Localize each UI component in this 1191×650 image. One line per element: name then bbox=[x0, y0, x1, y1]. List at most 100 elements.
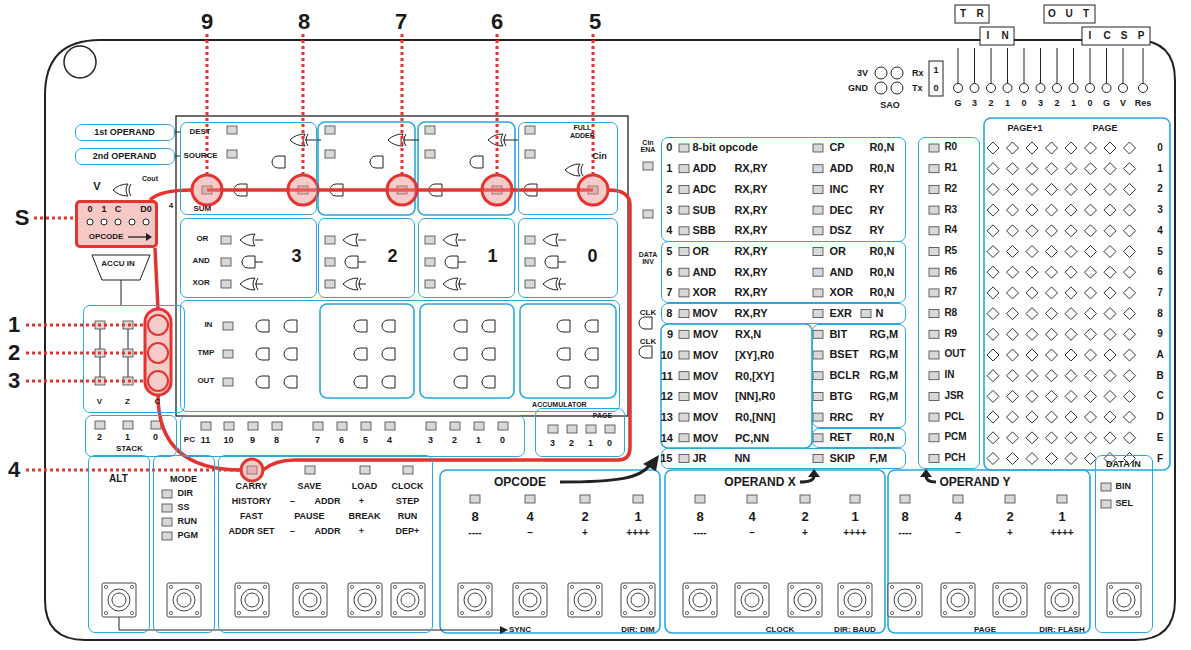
push-button bbox=[943, 611, 946, 614]
callout-leader bbox=[302, 34, 305, 174]
push-button bbox=[513, 583, 547, 617]
status-fill bbox=[75, 200, 158, 248]
node-text: RG,M bbox=[869, 370, 898, 381]
key-sign: ---- bbox=[898, 528, 911, 538]
led-matrix-dot bbox=[1124, 287, 1136, 299]
header-letter: O bbox=[1048, 9, 1056, 19]
led-matrix-dot bbox=[1065, 432, 1077, 444]
button-caption: CLOCK bbox=[766, 626, 794, 634]
push-button bbox=[321, 611, 324, 614]
node-text: R9 bbox=[944, 329, 957, 339]
node-text: 2 bbox=[452, 436, 457, 445]
push-button bbox=[1051, 589, 1073, 611]
logic-gate bbox=[482, 376, 495, 388]
arrow-head bbox=[920, 469, 932, 477]
led bbox=[337, 422, 347, 430]
node-text: CLOCK bbox=[391, 482, 423, 491]
wire bbox=[991, 48, 992, 83]
header-pin bbox=[970, 84, 979, 93]
led-matrix-dot bbox=[1124, 163, 1136, 175]
led-matrix-dot bbox=[1026, 390, 1038, 402]
node-text: 2 bbox=[569, 439, 574, 448]
instruction-cell: 12 bbox=[661, 391, 673, 402]
callout-ring bbox=[578, 175, 608, 205]
header-letter: T bbox=[960, 9, 966, 19]
header-letter: C bbox=[1103, 31, 1110, 41]
node-text: AND bbox=[192, 257, 209, 265]
bit-weight: 8 bbox=[901, 510, 908, 523]
header-letter: I bbox=[987, 31, 990, 41]
wire bbox=[128, 357, 129, 377]
node-text: STEP bbox=[396, 497, 420, 506]
header-letter: S bbox=[1121, 31, 1128, 41]
arrow-head bbox=[808, 469, 820, 477]
logic-gate bbox=[113, 184, 128, 196]
led bbox=[227, 150, 237, 158]
node-text: 0 bbox=[87, 205, 92, 214]
node-text: RY bbox=[869, 225, 884, 236]
callout-ring bbox=[148, 371, 168, 391]
node-text: OUT bbox=[197, 377, 214, 385]
pin-label: GND bbox=[848, 84, 868, 93]
callout-number: 5 bbox=[589, 11, 601, 33]
pointer-arrow bbox=[560, 465, 650, 482]
led-matrix-dot bbox=[1026, 287, 1038, 299]
led bbox=[813, 372, 823, 380]
led-matrix-dot bbox=[1026, 370, 1038, 382]
logic-gate bbox=[240, 234, 255, 246]
led bbox=[679, 144, 689, 152]
led-matrix-dot bbox=[1104, 370, 1116, 382]
push-button bbox=[173, 589, 195, 611]
led bbox=[813, 413, 823, 421]
accumulator-box: INTMPOUTACCUMULATOR bbox=[180, 300, 620, 412]
led-matrix-dot bbox=[1104, 204, 1116, 216]
led bbox=[272, 422, 282, 430]
header-block bbox=[980, 27, 1014, 45]
wire bbox=[974, 48, 975, 83]
node-text: DIR bbox=[177, 489, 193, 498]
node-text: PCL bbox=[944, 412, 964, 422]
node-text: 0 bbox=[500, 436, 505, 445]
header-pin bbox=[987, 84, 996, 93]
wire bbox=[358, 262, 366, 263]
node-text: R0,N bbox=[869, 163, 894, 174]
led-matrix-dot bbox=[1065, 453, 1077, 465]
led bbox=[325, 258, 335, 266]
node-text: 1 bbox=[666, 163, 672, 174]
register-list: R0R1R2R3R4R5R6R7R8R9OUTINJSRPCLPCMPCH bbox=[918, 137, 980, 469]
led-matrix-dot bbox=[1085, 411, 1097, 423]
callout-ring bbox=[148, 315, 168, 335]
push-button bbox=[890, 585, 893, 588]
section-title: OPCODE bbox=[494, 476, 546, 488]
logic-gate bbox=[639, 346, 652, 358]
led bbox=[929, 310, 939, 318]
led bbox=[929, 413, 939, 421]
led-matrix-dot bbox=[1085, 308, 1097, 320]
signal-label: 4 bbox=[169, 202, 173, 210]
operand-panel bbox=[888, 470, 1090, 633]
led-matrix-dot bbox=[1104, 432, 1116, 444]
node-text: SUB bbox=[692, 204, 715, 215]
push-button bbox=[735, 583, 769, 617]
led bbox=[813, 330, 823, 338]
connector-label: SAO bbox=[880, 101, 900, 110]
led bbox=[425, 258, 435, 266]
led-matrix-dot bbox=[1026, 308, 1038, 320]
wire bbox=[1024, 48, 1025, 83]
led bbox=[1101, 483, 1111, 491]
led-matrix-dot bbox=[1104, 308, 1116, 320]
logic-gate bbox=[543, 234, 558, 246]
node-text: 3 bbox=[428, 436, 433, 445]
adder-cell: DESTSOURCESUM bbox=[180, 122, 317, 215]
led bbox=[525, 236, 535, 244]
callout-ring bbox=[241, 459, 263, 481]
wire bbox=[1143, 48, 1144, 83]
push-button bbox=[195, 585, 198, 588]
node-text: RG,M bbox=[869, 349, 898, 360]
logic-gate bbox=[256, 376, 269, 388]
push-button bbox=[794, 589, 816, 611]
flag-box: VZC bbox=[83, 305, 185, 413]
callout-number: 6 bbox=[491, 11, 503, 33]
led-matrix-dot bbox=[1065, 246, 1077, 258]
led bbox=[679, 227, 689, 235]
